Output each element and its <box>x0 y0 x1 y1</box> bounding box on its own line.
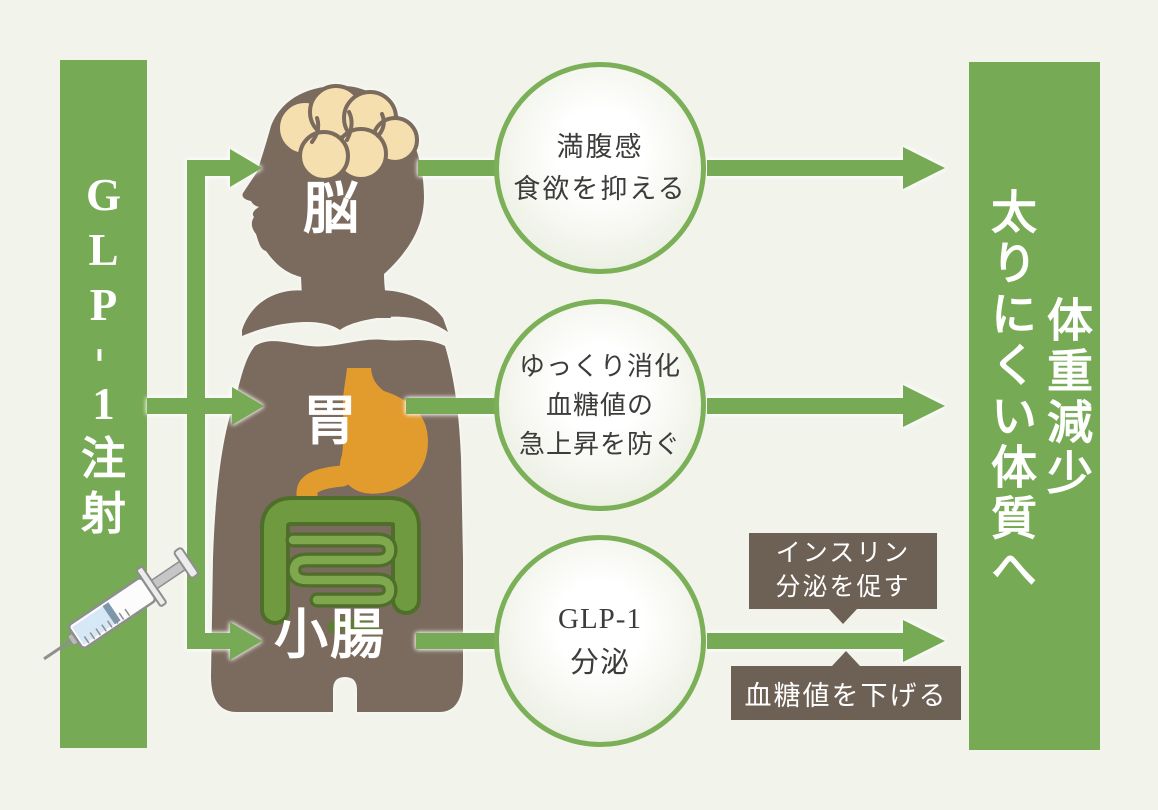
stomach-effect-line: 血糖値の <box>545 390 654 420</box>
stomach-effect-circle: ゆっくり消化 血糖値の 急上昇を防ぐ <box>494 299 706 511</box>
intestine-effect-line: GLP-1 <box>558 603 642 635</box>
brain-effect-line: 満腹感 <box>556 132 644 162</box>
arrow-to-intestine-line <box>187 633 232 649</box>
stomach-result-line <box>707 398 905 414</box>
bloodsugar-callout-line: 血糖値を下げる <box>744 680 948 711</box>
brain-to-circle-line <box>418 160 496 176</box>
brain-effect-circle: 満腹感 食欲を抑える <box>494 62 706 274</box>
intestine-result-head <box>903 620 945 662</box>
insulin-callout: インスリン 分泌を促す <box>749 533 937 624</box>
intestine-to-circle-line <box>416 633 496 649</box>
brain-result-head <box>903 147 945 189</box>
bloodsugar-callout: 血糖値を下げる <box>731 651 961 720</box>
brain-label: 脳 <box>303 179 359 241</box>
intestine-result-line <box>707 633 905 649</box>
goal-label-body-type: 太りにくい体質へ <box>985 188 1036 596</box>
insulin-callout-line: 分泌を促す <box>775 574 911 601</box>
arrow-to-stomach-line <box>147 398 234 414</box>
stomach-label: 胃 <box>303 391 357 451</box>
arrow-to-intestine-head <box>230 622 262 660</box>
goal-label-weight-loss: 体重減少 <box>1041 296 1092 500</box>
brain-effect-line: 食欲を抑える <box>513 174 687 204</box>
connector-line <box>187 160 205 649</box>
brain-result-line <box>707 160 905 176</box>
insulin-callout-line: インスリン <box>775 540 911 567</box>
arrow-to-brain-head <box>230 149 262 187</box>
shoulders-silhouette <box>242 290 448 336</box>
arrow-to-stomach-head <box>232 387 264 425</box>
arrow-to-brain-line <box>187 160 232 176</box>
stomach-to-circle-line <box>406 398 496 414</box>
intestine-effect-circle: GLP-1 分泌 <box>494 535 706 747</box>
intestine-effect-line: 分泌 <box>569 647 630 679</box>
stomach-result-head <box>903 385 945 427</box>
intestine-label: 小腸 <box>274 605 386 665</box>
stomach-effect-line: ゆっくり消化 <box>518 351 681 381</box>
stomach-effect-line: 急上昇を防ぐ <box>518 429 681 459</box>
weight-loss-goal-bar <box>969 62 1100 750</box>
